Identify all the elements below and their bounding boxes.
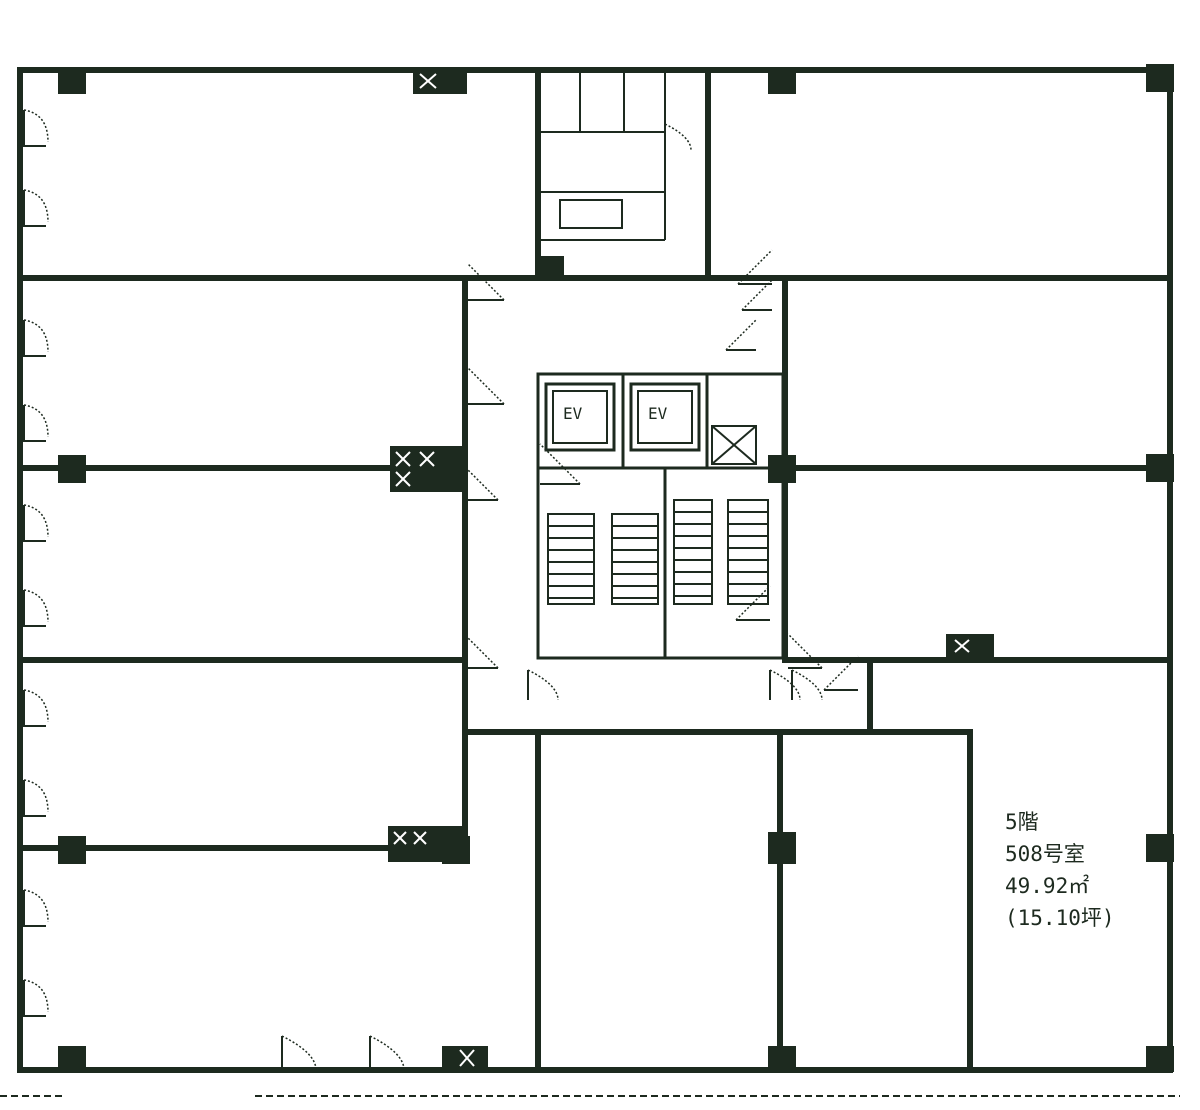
doors — [281, 123, 859, 1071]
facade-door-swing — [23, 109, 49, 143]
door-swing — [823, 655, 859, 691]
facade-door-swing — [23, 779, 49, 813]
elevator-shafts — [544, 382, 757, 465]
facade-door-swing — [23, 404, 49, 438]
door-swing — [737, 249, 773, 285]
elevator-label-1: EV — [563, 404, 583, 423]
stair-flight — [611, 513, 659, 605]
door-swing — [467, 367, 505, 405]
door-swing — [281, 1035, 317, 1071]
door-swing — [467, 263, 505, 301]
duct-markers — [393, 73, 970, 1067]
facade-door-swing — [23, 319, 49, 353]
facade-door-swing — [23, 589, 49, 623]
facade-door-swing — [23, 689, 49, 723]
door-swing — [791, 669, 823, 701]
structural-columns — [58, 64, 1174, 1072]
unit-area-tsubo: (15.10坪) — [1005, 906, 1115, 930]
stairs — [547, 499, 769, 605]
stair-flight — [727, 499, 769, 605]
facade-door-swing — [23, 189, 49, 223]
stair-flight — [673, 499, 713, 605]
door-swing — [741, 279, 773, 311]
unit-area-m2: 49.92㎡ — [1005, 874, 1090, 898]
stair-flight — [547, 513, 595, 605]
door-swing — [369, 1035, 405, 1071]
facade-door-swing — [23, 979, 49, 1013]
door-swing — [467, 469, 499, 501]
facade-door-swing — [23, 889, 49, 923]
door-swing — [769, 669, 801, 701]
left-facade-doors — [20, 109, 49, 1017]
door-swing — [539, 443, 581, 485]
door-swing — [467, 637, 499, 669]
door-swing — [725, 319, 757, 351]
elevator-label-2: EV — [648, 404, 668, 423]
door-swing — [735, 585, 771, 621]
door-swing — [787, 633, 823, 669]
door-swing — [527, 669, 559, 701]
exterior-walls — [17, 67, 1173, 1073]
unit-room: 508号室 — [1005, 842, 1085, 866]
door-swing — [664, 123, 692, 151]
interior-walls — [17, 67, 1173, 1073]
unit-label: 5階 508号室 49.92㎡ (15.10坪) — [1005, 806, 1115, 934]
unit-floor: 5階 — [1005, 810, 1039, 834]
facade-door-swing — [23, 504, 49, 538]
